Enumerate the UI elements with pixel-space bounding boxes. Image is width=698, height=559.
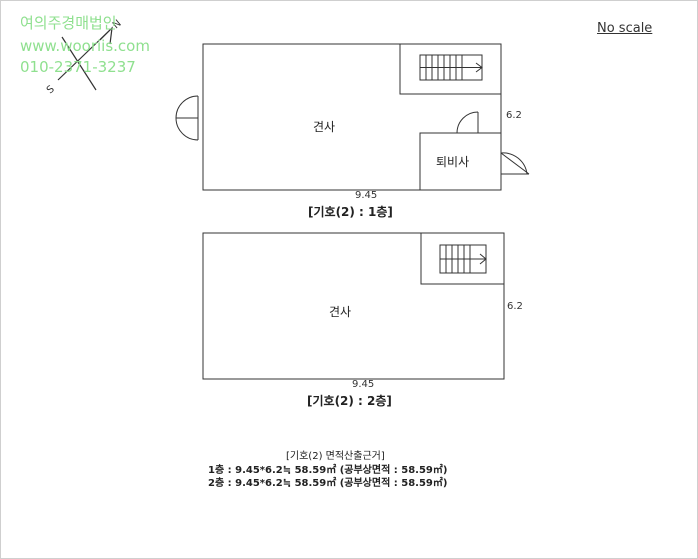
area-calc-line1: 1층 : 9.45*6.2≒ 58.59㎡ (공부상면적 : 58.59㎡) — [208, 465, 448, 476]
floor1-double-door-icon — [175, 95, 204, 141]
watermark-phone: 010-2371-3237 — [20, 58, 136, 76]
floor2-stairs-icon — [439, 244, 487, 274]
area-calc-line2: 2층 : 9.45*6.2≒ 58.59㎡ (공부상면적 : 58.59㎡) — [208, 478, 448, 489]
floor1-caption: [기호(2) : 1층] — [308, 205, 393, 219]
area-calc-title: [기호(2) 면적산출근거] — [286, 451, 385, 462]
watermark-website: www.wooriis.com — [20, 37, 150, 55]
floor2-outline — [202, 232, 505, 380]
north-letter-s: S — [45, 84, 57, 97]
scale-note: No scale — [597, 21, 653, 36]
floor1-room-main-label: 견사 — [313, 120, 336, 134]
floor1-side-room-wall — [419, 132, 501, 190]
floor2-stair-enclosure — [420, 233, 504, 285]
watermark-company: 여의주경매법인 — [20, 14, 117, 32]
floor1-outer-door-icon — [500, 152, 530, 175]
north-arrow-icon — [57, 26, 113, 91]
floor1-stairs-icon — [419, 54, 483, 81]
floor1-depth-dim: 6.2 — [506, 110, 522, 121]
floor2-room-main-label: 견사 — [329, 305, 352, 319]
floor2-depth-dim: 6.2 — [507, 301, 523, 312]
floor2-width-dim: 9.45 — [352, 379, 375, 390]
floor1-stair-enclosure — [399, 44, 501, 95]
floor2-caption: [기호(2) : 2층] — [307, 394, 392, 408]
floor1-width-dim: 9.45 — [355, 190, 378, 201]
floor1-inner-door-icon — [456, 111, 479, 134]
floor1-room-side-label: 퇴비사 — [436, 155, 470, 169]
